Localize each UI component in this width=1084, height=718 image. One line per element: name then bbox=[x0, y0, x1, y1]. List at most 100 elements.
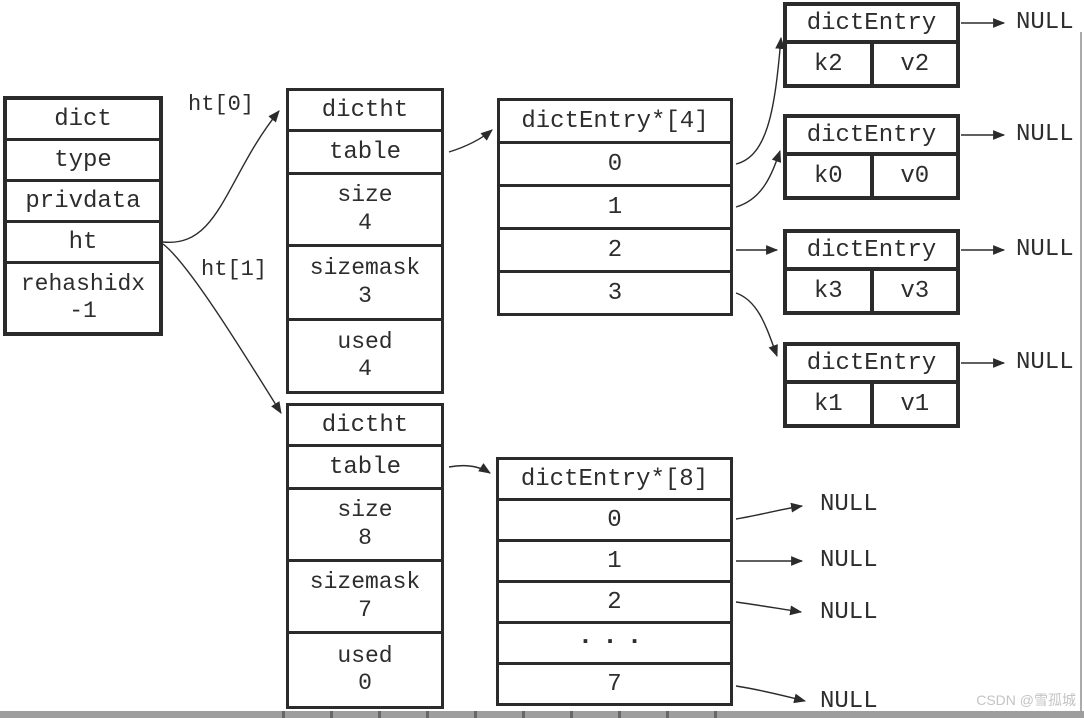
ht1-table-text: table bbox=[328, 453, 401, 481]
slot-text: 1 bbox=[607, 193, 623, 221]
dict-ht-text: ht bbox=[68, 228, 98, 256]
entry-key-text: k1 bbox=[813, 390, 843, 418]
bucket-array-4-box: dictEntry*[4] 0 1 2 3 bbox=[497, 98, 733, 316]
ht0-used-value: 4 bbox=[358, 356, 372, 382]
dict-rehashidx-label: rehashidx bbox=[20, 270, 146, 297]
arrow-table0-to-array4 bbox=[448, 129, 493, 153]
entry-value-cell: v1 bbox=[869, 384, 957, 424]
entry-value-cell: v2 bbox=[869, 44, 957, 84]
bucket-array-4-title: dictEntry*[4] bbox=[521, 107, 709, 135]
entry-k1v1-null-label: NULL bbox=[1016, 348, 1074, 376]
slot-text: 7 bbox=[607, 670, 622, 698]
ht0-title-cell: dictht bbox=[289, 91, 441, 129]
entry-value-text: v3 bbox=[900, 277, 930, 305]
arrow-slot3-to-entry-k1v1 bbox=[735, 292, 778, 358]
entry-value-text: v0 bbox=[900, 162, 930, 190]
ht0-sizemask-label: sizemask bbox=[309, 255, 421, 282]
dict-privdata-text: privdata bbox=[25, 187, 141, 215]
slot-text: 0 bbox=[607, 506, 622, 534]
ht1-used-cell: used 0 bbox=[289, 631, 441, 706]
bucket-array-8-header: dictEntry*[8] bbox=[499, 460, 730, 498]
ht1-size-value: 8 bbox=[358, 524, 372, 551]
ht0-size-value: 4 bbox=[358, 209, 372, 236]
entry-value-cell: v3 bbox=[869, 271, 957, 311]
bucket-array-8-box: dictEntry*[8] 0 1 2 ... 7 bbox=[496, 457, 733, 706]
bucket-4-slot-0: 0 bbox=[500, 141, 730, 184]
bucket-8-slot-1: 1 bbox=[499, 539, 730, 580]
entry-key-cell: k0 bbox=[787, 156, 870, 196]
entry-k3v3-title-cell: dictEntry bbox=[787, 233, 956, 267]
ht1-table-cell: table bbox=[289, 444, 441, 487]
entry-k2v2-kv-row: k2 v2 bbox=[787, 40, 956, 84]
entry-value-text: v1 bbox=[900, 390, 930, 418]
entry-value-cell: v0 bbox=[869, 156, 957, 196]
bottom-band-ticks bbox=[282, 711, 762, 718]
bucket-8-slot-ellipsis: ... bbox=[499, 621, 730, 662]
ht1-title-text: dictht bbox=[321, 411, 409, 439]
entry-k0v0-null-label: NULL bbox=[1016, 120, 1074, 148]
entry-k3v3-kv-row: k3 v3 bbox=[787, 267, 956, 311]
entry-key-cell: k3 bbox=[787, 271, 870, 311]
ht1-used-value: 0 bbox=[358, 670, 372, 696]
arrow-dict-to-ht0 bbox=[162, 110, 280, 243]
bucket-array-4-header: dictEntry*[4] bbox=[500, 101, 730, 141]
arrow-table1-to-array8 bbox=[448, 463, 491, 474]
ht0-used-label: used bbox=[337, 328, 393, 355]
entry-title-text: dictEntry bbox=[806, 121, 937, 149]
bucket8-slot2-null-label: NULL bbox=[820, 598, 878, 626]
arrow-slot8-2-to-null bbox=[735, 601, 803, 616]
ht1-sizemask-value: 7 bbox=[358, 596, 372, 623]
ht1-sizemask-cell: sizemask 7 bbox=[289, 559, 441, 631]
dict-type-cell: type bbox=[7, 138, 159, 179]
csdn-watermark: CSDN @雪孤城 bbox=[976, 692, 1076, 708]
ht0-sizemask-value: 3 bbox=[358, 282, 372, 309]
entry-k1v1-box: dictEntry k1 v1 bbox=[783, 342, 960, 428]
entry-k1v1-title-cell: dictEntry bbox=[787, 346, 956, 380]
page-right-edge-line bbox=[1080, 32, 1082, 712]
slot-text: 3 bbox=[607, 279, 623, 307]
dict-rehashidx-cell: rehashidx -1 bbox=[7, 261, 159, 332]
dict-title-cell: dict bbox=[7, 100, 159, 138]
arrow-slot8-0-to-null bbox=[735, 502, 804, 520]
bucket8-slot7-null-label: NULL bbox=[820, 687, 878, 715]
bucket8-slot0-null-label: NULL bbox=[820, 490, 878, 518]
entry-k0v0-kv-row: k0 v0 bbox=[787, 152, 956, 196]
entry-key-text: k0 bbox=[813, 162, 843, 190]
entry-key-cell: k2 bbox=[787, 44, 870, 84]
ht1-size-cell: size 8 bbox=[289, 487, 441, 559]
entry-key-text: k2 bbox=[813, 50, 843, 78]
bucket-array-8-title: dictEntry*[8] bbox=[520, 465, 709, 493]
ht0-table-text: table bbox=[328, 138, 401, 166]
entry-value-text: v2 bbox=[900, 50, 930, 78]
bucket-4-slot-2: 2 bbox=[500, 227, 730, 270]
ht0-used-cell: used 4 bbox=[289, 318, 441, 391]
bucket-8-slot-7: 7 bbox=[499, 662, 730, 703]
ht0-pointer-label: ht[0] bbox=[188, 92, 255, 117]
dict-title-text: dict bbox=[54, 105, 112, 133]
entry-k3v3-box: dictEntry k3 v3 bbox=[783, 229, 960, 315]
hashtable-0-box: dictht table size 4 sizemask 3 used 4 bbox=[286, 88, 444, 394]
bucket-4-slot-1: 1 bbox=[500, 184, 730, 227]
ht0-table-cell: table bbox=[289, 129, 441, 172]
arrow-slot1-to-entry-k0v0 bbox=[735, 149, 782, 208]
slot-text: 2 bbox=[607, 236, 623, 264]
entry-title-text: dictEntry bbox=[806, 236, 937, 264]
entry-k0v0-title-cell: dictEntry bbox=[787, 118, 956, 152]
entry-key-cell: k1 bbox=[787, 384, 870, 424]
dict-struct-box: dict type privdata ht rehashidx -1 bbox=[3, 96, 163, 336]
ht1-size-label: size bbox=[337, 497, 393, 524]
bucket-8-slot-2: 2 bbox=[499, 580, 730, 621]
ht0-sizemask-cell: sizemask 3 bbox=[289, 244, 441, 318]
slot-text: 0 bbox=[607, 150, 623, 178]
arrow-slot0-to-entry-k2v2 bbox=[735, 36, 785, 165]
ellipsis-text: ... bbox=[577, 621, 652, 651]
entry-k0v0-box: dictEntry k0 v0 bbox=[783, 114, 960, 200]
entry-k2v2-box: dictEntry k2 v2 bbox=[783, 2, 960, 88]
ht1-sizemask-label: sizemask bbox=[309, 569, 421, 596]
ht1-pointer-label: ht[1] bbox=[201, 257, 268, 282]
bucket-8-slot-0: 0 bbox=[499, 498, 730, 539]
ht0-title-text: dictht bbox=[321, 96, 409, 124]
entry-title-text: dictEntry bbox=[806, 9, 937, 37]
bucket8-slot1-null-label: NULL bbox=[820, 546, 878, 574]
